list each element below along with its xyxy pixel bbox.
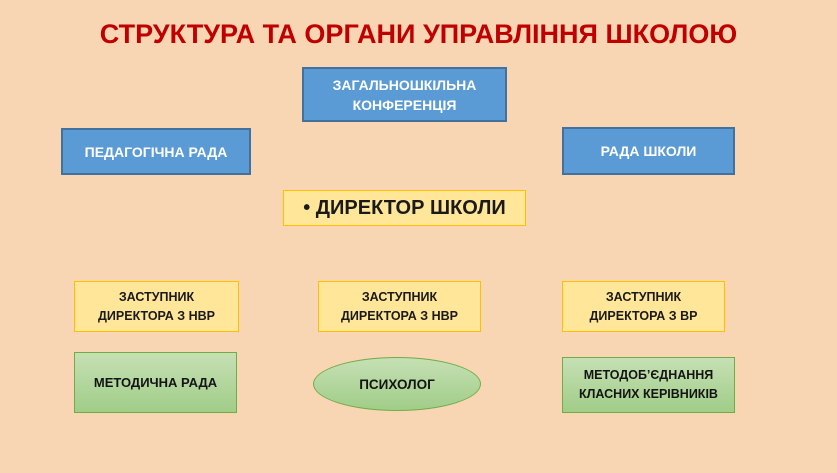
node-class-teachers-association: МЕТОДОБ’ЄДНАННЯ КЛАСНИХ КЕРІВНИКІВ bbox=[562, 357, 735, 413]
node-pedagogical-council: ПЕДАГОГІЧНА РАДА bbox=[61, 128, 251, 175]
node-label: ЗАСТУПНИК ДИРЕКТОРА З НВР bbox=[341, 289, 458, 323]
node-school-council: РАДА ШКОЛИ bbox=[562, 127, 735, 175]
node-label: ЗАГАЛЬНОШКІЛЬНА КОНФЕРЕНЦІЯ bbox=[332, 76, 477, 113]
node-deputy-director-nvr-center: ЗАСТУПНИК ДИРЕКТОРА З НВР bbox=[318, 281, 481, 332]
node-label: ЗАСТУПНИК ДИРЕКТОРА З НВР bbox=[98, 289, 215, 323]
node-school-director: • ДИРЕКТОР ШКОЛИ bbox=[283, 190, 526, 226]
node-label: РАДА ШКОЛИ bbox=[600, 143, 697, 159]
page-title: СТРУКТУРА ТА ОРГАНИ УПРАВЛІННЯ ШКОЛОЮ bbox=[99, 19, 738, 49]
node-deputy-director-vr: ЗАСТУПНИК ДИРЕКТОРА З ВР bbox=[562, 281, 725, 332]
node-methodical-council: МЕТОДИЧНА РАДА bbox=[74, 352, 237, 413]
node-psychologist: ПСИХОЛОГ bbox=[313, 357, 481, 411]
node-label: ПСИХОЛОГ bbox=[359, 376, 435, 392]
node-deputy-director-nvr-left: ЗАСТУПНИК ДИРЕКТОРА З НВР bbox=[74, 281, 239, 332]
node-label: МЕТОДОБ’ЄДНАННЯ КЛАСНИХ КЕРІВНИКІВ bbox=[579, 368, 718, 401]
node-label: ЗАСТУПНИК ДИРЕКТОРА З ВР bbox=[589, 289, 698, 323]
node-label: МЕТОДИЧНА РАДА bbox=[93, 375, 218, 390]
node-label: • ДИРЕКТОР ШКОЛИ bbox=[303, 197, 506, 219]
node-label: ПЕДАГОГІЧНА РАДА bbox=[84, 143, 228, 160]
node-general-school-conference: ЗАГАЛЬНОШКІЛЬНА КОНФЕРЕНЦІЯ bbox=[302, 67, 507, 122]
